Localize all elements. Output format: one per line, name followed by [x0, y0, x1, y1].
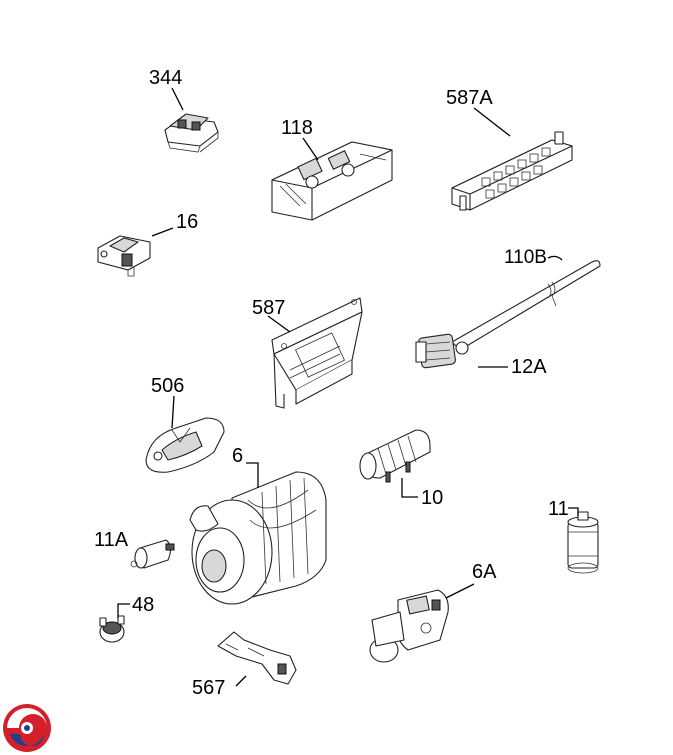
label-12A: 12A: [511, 356, 547, 378]
leader-587: [267, 315, 291, 333]
label-11: 11: [548, 498, 569, 520]
leader-6A: [445, 583, 475, 599]
part-16-door-lock: [97, 235, 151, 277]
part-11A-filter: [130, 539, 175, 569]
leader-16: [151, 227, 174, 237]
part-567-hose-bracket: [217, 631, 297, 685]
label-118: 118: [281, 117, 313, 139]
label-6A: 6A: [472, 561, 497, 583]
leader-110B: [547, 255, 563, 261]
part-48-sensor: [99, 615, 125, 643]
leader-344: [171, 87, 184, 111]
leader-11: [568, 507, 579, 516]
label-16: 16: [176, 211, 198, 233]
part-587-bracket-frame: [271, 297, 363, 409]
leader-10: [401, 478, 418, 498]
label-6: 6: [232, 445, 243, 467]
label-11A: 11A: [94, 529, 129, 551]
part-6A-drain-pump: [369, 589, 449, 663]
label-48: 48: [132, 594, 154, 616]
part-6-pump-motor: [189, 471, 327, 605]
part-118-control-module: [271, 141, 393, 221]
label-506: 506: [151, 375, 184, 397]
label-567: 567: [192, 677, 225, 699]
part-11-capacitor: [567, 511, 599, 574]
leader-587A: [473, 107, 511, 137]
part-10-heater: [359, 429, 431, 483]
part-587A-display-board: [451, 131, 573, 211]
leader-118: [302, 137, 319, 161]
leader-48: [117, 603, 130, 618]
label-587: 587: [252, 297, 285, 319]
leader-506: [171, 395, 175, 429]
part-344-switch: [164, 113, 219, 153]
leader-567: [235, 675, 247, 687]
label-587A: 587A: [446, 87, 493, 109]
brand-swirl-logo-icon: [3, 704, 51, 752]
label-110B: 110B: [504, 247, 547, 268]
label-10: 10: [421, 487, 443, 509]
leader-6: [246, 462, 259, 488]
part-12A-wiring-harness: [415, 260, 601, 369]
part-506-clip-housing: [145, 417, 225, 473]
label-344: 344: [149, 67, 182, 89]
